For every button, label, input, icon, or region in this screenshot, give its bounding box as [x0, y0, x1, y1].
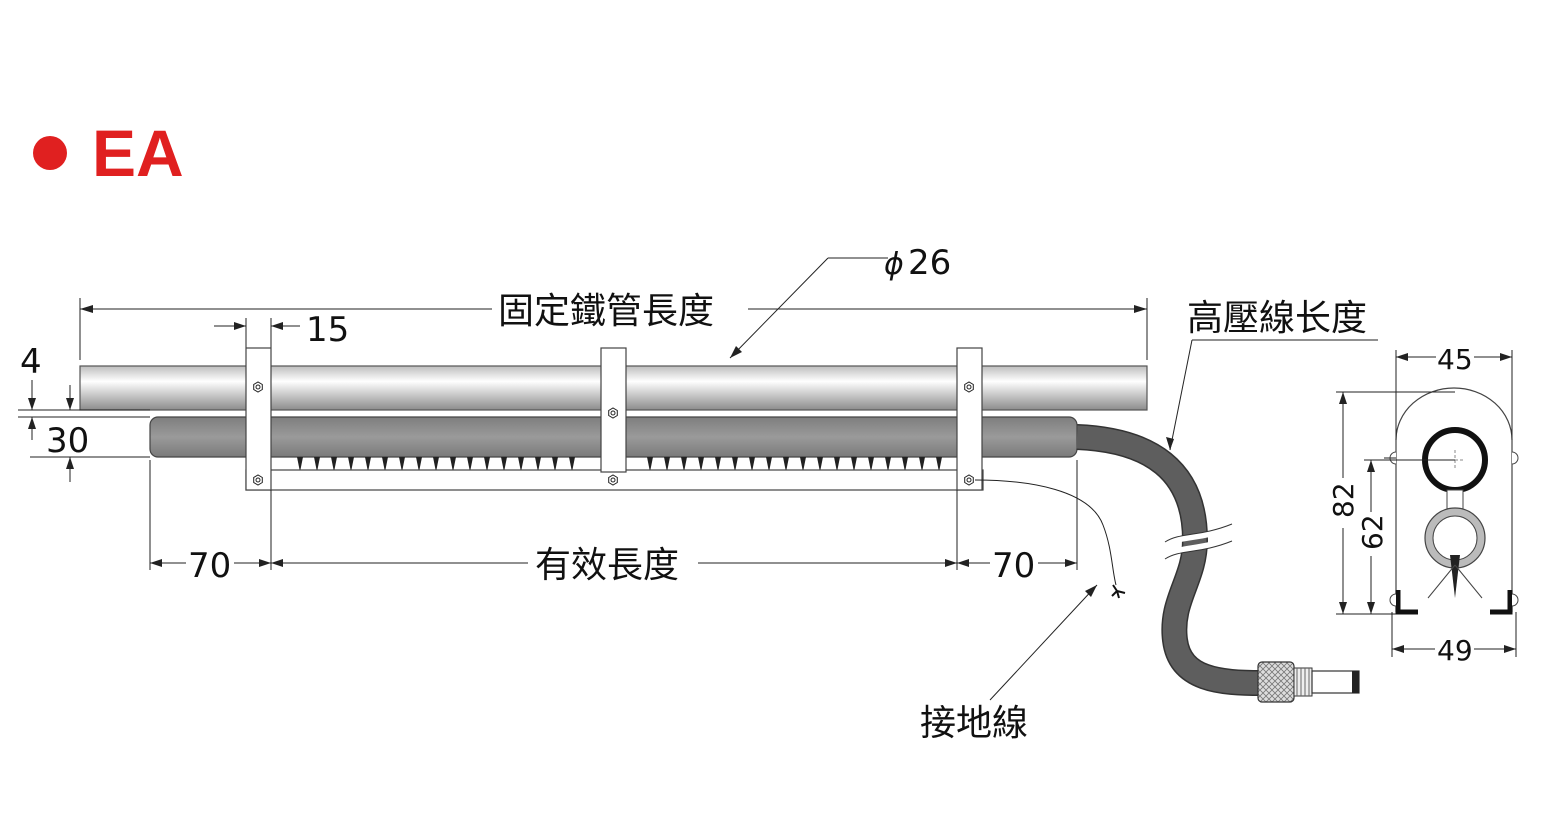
- emitter-needle: [382, 457, 388, 472]
- emitter-needle: [297, 457, 303, 472]
- emitter-needle: [919, 457, 925, 472]
- emitter-needle: [399, 457, 405, 472]
- emitter-needle: [800, 457, 806, 472]
- bar-height-value: 30: [46, 421, 89, 461]
- emitter-needle: [902, 457, 908, 472]
- gap-value: 4: [20, 342, 42, 382]
- section-height-82-dimension: 82: [1327, 391, 1455, 615]
- emitter-needle: [715, 457, 721, 472]
- diameter-value: 26: [908, 243, 951, 283]
- hv-cable-length-label: 高壓線长度: [1187, 298, 1367, 339]
- section-height-62-dimension: 62: [1356, 459, 1455, 614]
- right-offset-value: 70: [992, 546, 1035, 586]
- hv-connector: [1257, 661, 1360, 703]
- emitter-needle: [885, 457, 891, 472]
- section-width-bottom-value: 49: [1437, 634, 1473, 667]
- ground-wire-callout: 接地線: [920, 584, 1098, 744]
- emitter-needle: [647, 457, 653, 472]
- section-width-top-dimension: 45: [1395, 343, 1513, 440]
- hex-nuts: [253, 381, 974, 486]
- bracket-width-value: 15: [306, 310, 349, 350]
- diameter-callout: ϕ 26: [729, 243, 951, 359]
- high-voltage-cable: [1076, 424, 1263, 696]
- hex-nut: [608, 407, 618, 419]
- emitter-needle: [552, 457, 558, 472]
- section-width-top-value: 45: [1437, 343, 1473, 376]
- emitter-needle: [450, 457, 456, 472]
- emitter-needle: [467, 457, 473, 472]
- emitter-needle: [433, 457, 439, 472]
- diameter-symbol: ϕ: [884, 247, 904, 282]
- emitter-needle: [365, 457, 371, 472]
- emitter-needle: [749, 457, 755, 472]
- emitter-needle: [732, 457, 738, 472]
- effective-length-label: 有效長度: [535, 545, 679, 586]
- left-offset-value: 70: [188, 546, 231, 586]
- fixed-tube-length-dimension: 固定鐵管長度: [79, 291, 1148, 360]
- emitter-needle: [817, 457, 823, 472]
- hex-nut: [608, 474, 618, 486]
- title-bullet: [33, 136, 67, 170]
- ground-wire-label: 接地線: [920, 703, 1028, 744]
- section-width-bottom-dimension: 49: [1391, 612, 1517, 667]
- emitter-needle: [331, 457, 337, 472]
- emitter-needle: [851, 457, 857, 472]
- emitter-needle: [681, 457, 687, 472]
- emitter-needle: [766, 457, 772, 472]
- section-height-82-value: 82: [1327, 482, 1360, 518]
- product-title: EA: [33, 116, 184, 190]
- hv-cable-length-callout: 高壓線长度: [1166, 298, 1378, 451]
- cross-section-view: [1384, 387, 1519, 615]
- bottom-dimensions: 70 有效長度 70: [149, 460, 1078, 586]
- emitter-needle: [936, 457, 942, 472]
- emitter-needle: [416, 457, 422, 472]
- mount-bracket-right: [956, 347, 983, 491]
- ground-wire: [974, 479, 1126, 599]
- hex-nut: [964, 474, 974, 486]
- title-text: EA: [92, 116, 184, 190]
- emitter-needle: [501, 457, 507, 472]
- emitter-needle: [834, 457, 840, 472]
- emitter-needle: [868, 457, 874, 472]
- hex-nut: [253, 381, 263, 393]
- gap-dimension: 4: [18, 342, 150, 418]
- emitter-needle: [314, 457, 320, 472]
- emitter-needle: [535, 457, 541, 472]
- hex-nut: [253, 474, 263, 486]
- mount-bracket-left: [245, 347, 272, 491]
- emitter-needle: [698, 457, 704, 472]
- section-height-62-value: 62: [1356, 514, 1389, 550]
- emitter-needles: [297, 457, 942, 472]
- bar-height-dimension: 30: [28, 417, 150, 482]
- fixed-tube-length-label: 固定鐵管長度: [498, 291, 714, 332]
- emitter-needle: [783, 457, 789, 472]
- emitter-needle: [518, 457, 524, 472]
- emitter-needle: [484, 457, 490, 472]
- hex-nut: [964, 381, 974, 393]
- emitter-needle: [664, 457, 670, 472]
- emitter-needle: [569, 457, 575, 472]
- bracket-width-dimension: 15: [214, 310, 349, 350]
- emitter-needle: [348, 457, 354, 472]
